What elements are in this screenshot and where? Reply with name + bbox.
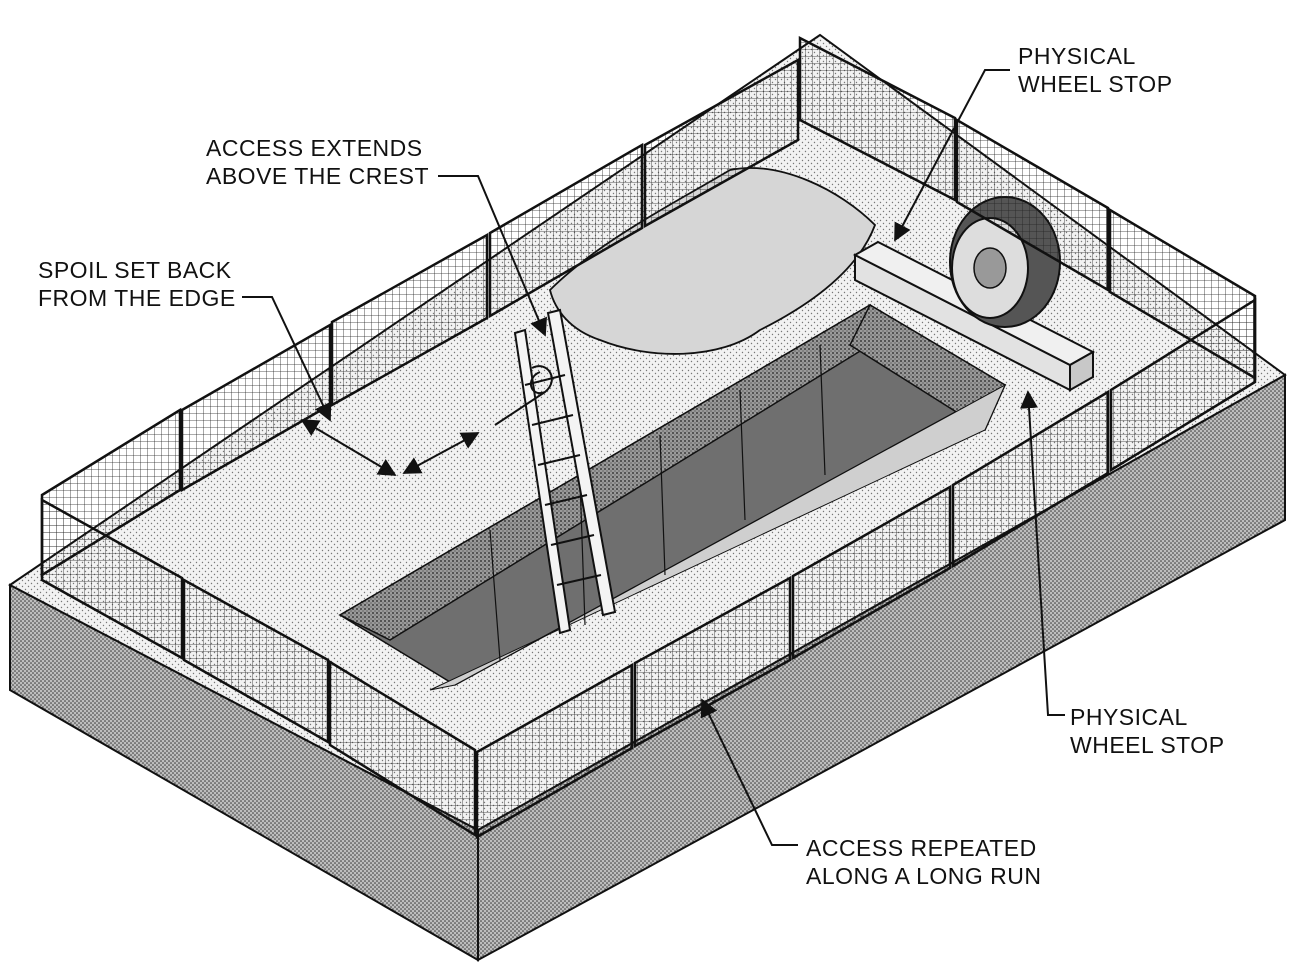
leader-wheel-stop-top xyxy=(894,69,1010,242)
leader-access-repeated xyxy=(700,698,798,846)
callout-line: PHYSICAL xyxy=(1070,704,1188,730)
callout-line: ACCESS REPEATED xyxy=(806,835,1037,861)
fence-panel xyxy=(475,662,634,840)
trench xyxy=(338,303,1007,691)
ladder xyxy=(494,308,617,635)
callout-wheel-stop-top: PHYSICAL WHEEL STOP xyxy=(1018,42,1173,98)
callout-line: ABOVE THE CREST xyxy=(206,163,430,189)
fence-panel xyxy=(791,484,952,661)
callout-line: WHEEL STOP xyxy=(1018,71,1173,97)
fence-panel xyxy=(328,659,477,838)
fence-panel xyxy=(40,497,184,661)
trench-shoring-lines xyxy=(489,344,826,661)
leader-wheel-stop-right xyxy=(1020,390,1065,716)
fence xyxy=(40,35,1257,840)
callout-line: ACCESS EXTENDS xyxy=(206,135,423,161)
leader-spoil-setback xyxy=(242,296,332,422)
fence-panel xyxy=(180,322,332,493)
fence-panel xyxy=(951,389,1110,569)
trench-floor-bottom xyxy=(429,383,1007,691)
callout-line: WHEEL STOP xyxy=(1070,732,1225,758)
callout-access-repeated: ACCESS REPEATED ALONG A LONG RUN xyxy=(806,834,1042,890)
callout-line: FROM THE EDGE xyxy=(38,285,236,311)
fence-panel xyxy=(488,142,644,319)
leader-lines xyxy=(242,69,1065,846)
setback-dimension xyxy=(300,419,480,476)
callout-line: ALONG A LONG RUN xyxy=(806,863,1042,889)
fence-panel xyxy=(633,575,792,749)
fence-panel xyxy=(330,232,489,408)
fence-panel xyxy=(955,117,1110,293)
callout-wheel-stop-right: PHYSICAL WHEEL STOP xyxy=(1070,703,1225,759)
fence-panel xyxy=(643,57,800,229)
callout-access-extends: ACCESS EXTENDS ABOVE THE CREST xyxy=(206,134,429,190)
callout-line: SPOIL SET BACK xyxy=(38,257,232,283)
fence-panel xyxy=(1109,297,1257,473)
callout-line: PHYSICAL xyxy=(1018,43,1136,69)
fence-panel xyxy=(182,577,330,745)
leader-access-extends xyxy=(438,175,548,337)
callout-spoil-setback: SPOIL SET BACK FROM THE EDGE xyxy=(38,256,236,312)
fence-panel xyxy=(798,35,957,203)
